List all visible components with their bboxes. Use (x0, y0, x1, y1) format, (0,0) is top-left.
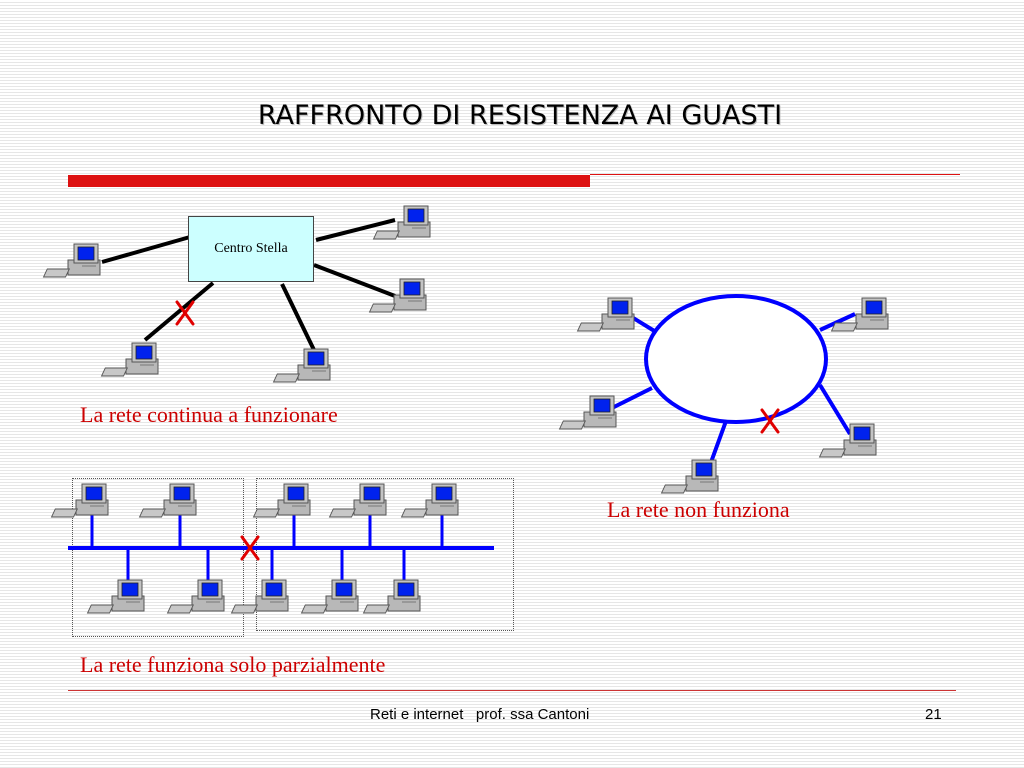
star-link (280, 283, 316, 351)
ring-branch (708, 420, 728, 466)
computer-icon (43, 243, 101, 278)
star-link (315, 218, 396, 242)
computer-icon (101, 342, 159, 377)
slide-title: RAFFRONTO DI RESISTENZA AI GUASTI (257, 100, 783, 131)
computer-icon (139, 483, 197, 518)
computer-icon (273, 348, 331, 383)
computer-icon (559, 395, 617, 430)
footer-text: Reti e internet prof. ssa Cantoni (370, 706, 590, 723)
star-caption: La rete continua a funzionare (80, 402, 338, 427)
bus-caption: La rete funziona solo parzialmente (80, 652, 386, 677)
computer-icon (231, 579, 289, 614)
title-accent-bar (68, 175, 590, 187)
star-hub-label: Centro Stella (214, 241, 288, 256)
computer-icon (87, 579, 145, 614)
computer-icon (401, 483, 459, 518)
star-hub: Centro Stella (188, 216, 314, 282)
bus-network (51, 483, 494, 614)
computer-icon (167, 579, 225, 614)
computer-icon (329, 483, 387, 518)
computer-icon (577, 297, 635, 332)
page-number: 21 (925, 706, 942, 723)
computer-icon (831, 297, 889, 332)
ring-branch (818, 383, 852, 436)
ring-link (644, 294, 828, 424)
ring-branch (819, 312, 856, 332)
footer-divider (68, 690, 956, 691)
star-link-failed (143, 281, 215, 342)
computer-icon (253, 483, 311, 518)
computer-icon (363, 579, 421, 614)
star-link (101, 235, 191, 264)
title-accent-line (590, 174, 960, 175)
computer-icon (661, 459, 719, 494)
computer-icon (51, 483, 109, 518)
ring-network (559, 294, 889, 494)
star-link (313, 263, 396, 298)
computer-icon (369, 278, 427, 313)
star-network (43, 205, 431, 383)
computer-icon (301, 579, 359, 614)
ring-caption: La rete non funziona (607, 497, 790, 522)
